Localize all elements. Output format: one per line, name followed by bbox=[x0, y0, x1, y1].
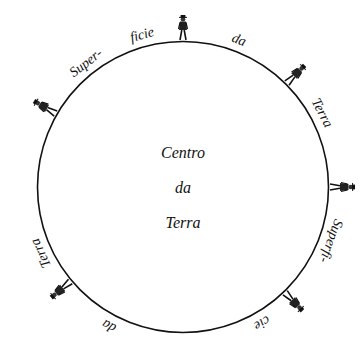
person-figure bbox=[179, 15, 188, 40]
surface-label: da bbox=[99, 315, 119, 336]
center-label: Centro da Terra bbox=[161, 135, 205, 240]
person-figure bbox=[282, 290, 306, 314]
surface-label: Super- bbox=[67, 46, 106, 81]
surface-label: cie bbox=[250, 312, 272, 334]
person-figure bbox=[32, 97, 58, 117]
person-figure bbox=[48, 278, 73, 301]
person-figure bbox=[284, 62, 308, 86]
surface-label: Superfi- bbox=[315, 217, 345, 265]
surface-label: Terra bbox=[307, 96, 336, 131]
surface-label: ficie bbox=[129, 24, 156, 46]
earth-circle: Centro da Terra bbox=[36, 40, 330, 334]
surface-label: Terra bbox=[27, 236, 54, 271]
person-figure bbox=[330, 183, 355, 192]
surface-label: da bbox=[230, 30, 249, 50]
earth-outline bbox=[38, 42, 329, 333]
